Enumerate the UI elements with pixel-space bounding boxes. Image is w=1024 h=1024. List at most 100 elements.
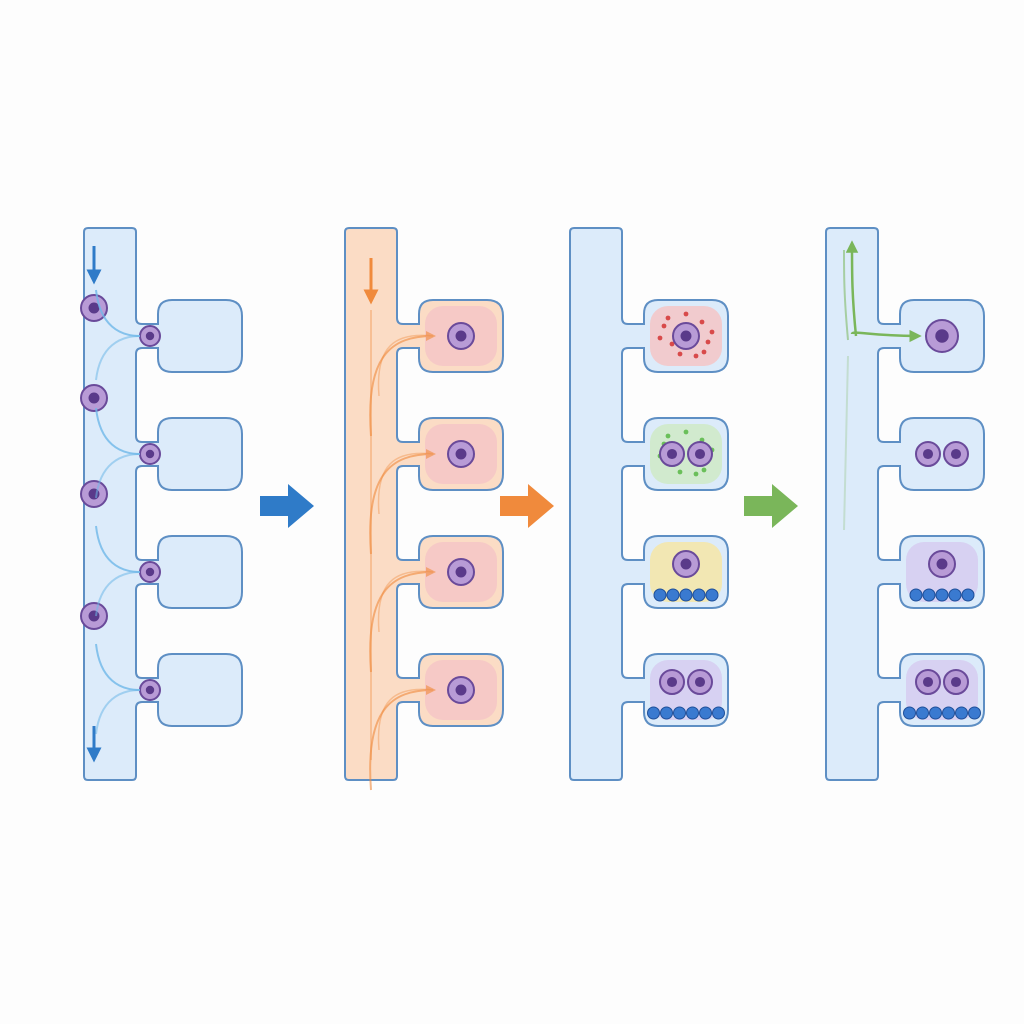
capture-bead [660,706,673,720]
panel-stimulation [344,227,504,791]
flow-streamline [369,449,436,555]
cell-nucleus [88,610,100,622]
capture-bead [955,706,968,720]
cell [447,558,475,586]
capture-bead [961,588,975,602]
cell [447,440,475,468]
secretion-dot [705,339,711,345]
secretion-dot [657,335,663,341]
cell-nucleus [455,330,467,342]
chamber [650,306,722,366]
chamber [425,424,497,484]
cell [659,441,685,467]
cell-nucleus [88,392,100,404]
cell-nucleus [680,558,692,570]
capture-bead [653,588,667,602]
cell [80,384,108,412]
flow-streamline [843,355,849,531]
secretion-dot [669,341,675,347]
chamber [139,561,161,583]
cell [447,322,475,350]
cell-nucleus [694,676,706,688]
capture-bead [692,588,706,602]
flow-streamline [369,567,436,673]
chamber [650,542,722,602]
cell [687,441,713,467]
capture-bead [647,706,660,720]
cell [672,550,700,578]
capture-bead [673,706,686,720]
cell-nucleus [145,685,155,695]
secretion-dot [677,469,683,475]
chamber [925,319,959,353]
cell [928,550,956,578]
capture-bead [903,706,916,720]
capture-bead [929,706,942,720]
cell-nucleus [455,684,467,696]
capture-bead [948,588,962,602]
cell [925,319,959,353]
capture-bead [909,588,923,602]
cell-nucleus [145,449,155,459]
cell [80,480,108,508]
capture-bead [679,588,693,602]
cell-nucleus [950,676,962,688]
chamber [425,306,497,366]
secretion-dot [683,311,689,317]
chamber [139,679,161,701]
secretion-dot [677,351,683,357]
capture-bead [942,706,955,720]
chamber [647,660,725,720]
cell [139,325,161,347]
right-arrow-icon [744,484,798,528]
cell-nucleus [88,302,100,314]
export-flow-arrow [850,329,922,343]
cell-nucleus [950,448,962,460]
cell-nucleus [922,676,934,688]
secretion-dot [693,353,699,359]
flow-streamline [377,688,434,751]
panel-readout [569,227,729,781]
capture-bead [968,706,981,720]
cell [447,676,475,704]
cell [139,679,161,701]
cell-nucleus [935,329,949,343]
panel-loading [80,227,243,781]
secretion-dot [665,433,671,439]
cell-nucleus [936,558,948,570]
secretion-dot [709,329,715,335]
cell-nucleus [455,566,467,578]
flow-streamline [369,685,436,791]
cell-nucleus [145,331,155,341]
cell-nucleus [694,448,706,460]
cell [139,561,161,583]
flow-streamline [95,453,141,499]
flow-streamline [95,689,141,735]
flow-streamline [843,249,849,341]
secretion-dot [699,319,705,325]
right-arrow-icon [500,484,554,528]
secretion-dot [661,323,667,329]
device-channel [83,227,243,781]
capture-bead [699,706,712,720]
cell-nucleus [455,448,467,460]
capture-bead [935,588,949,602]
panel-export [825,227,985,781]
device-channel [825,227,985,781]
flow-streamline [95,571,141,617]
secretion-dot [683,429,689,435]
secretion-dot [701,467,707,473]
up-arrow-icon [845,240,859,337]
cell-nucleus [666,676,678,688]
cell [915,669,941,695]
cell [915,441,941,467]
capture-bead [916,706,929,720]
capture-bead [686,706,699,720]
flow-streamline [377,452,434,515]
cell [943,669,969,695]
secretion-dot [665,315,671,321]
cell [672,322,700,350]
cell [943,441,969,467]
chamber [915,441,969,467]
